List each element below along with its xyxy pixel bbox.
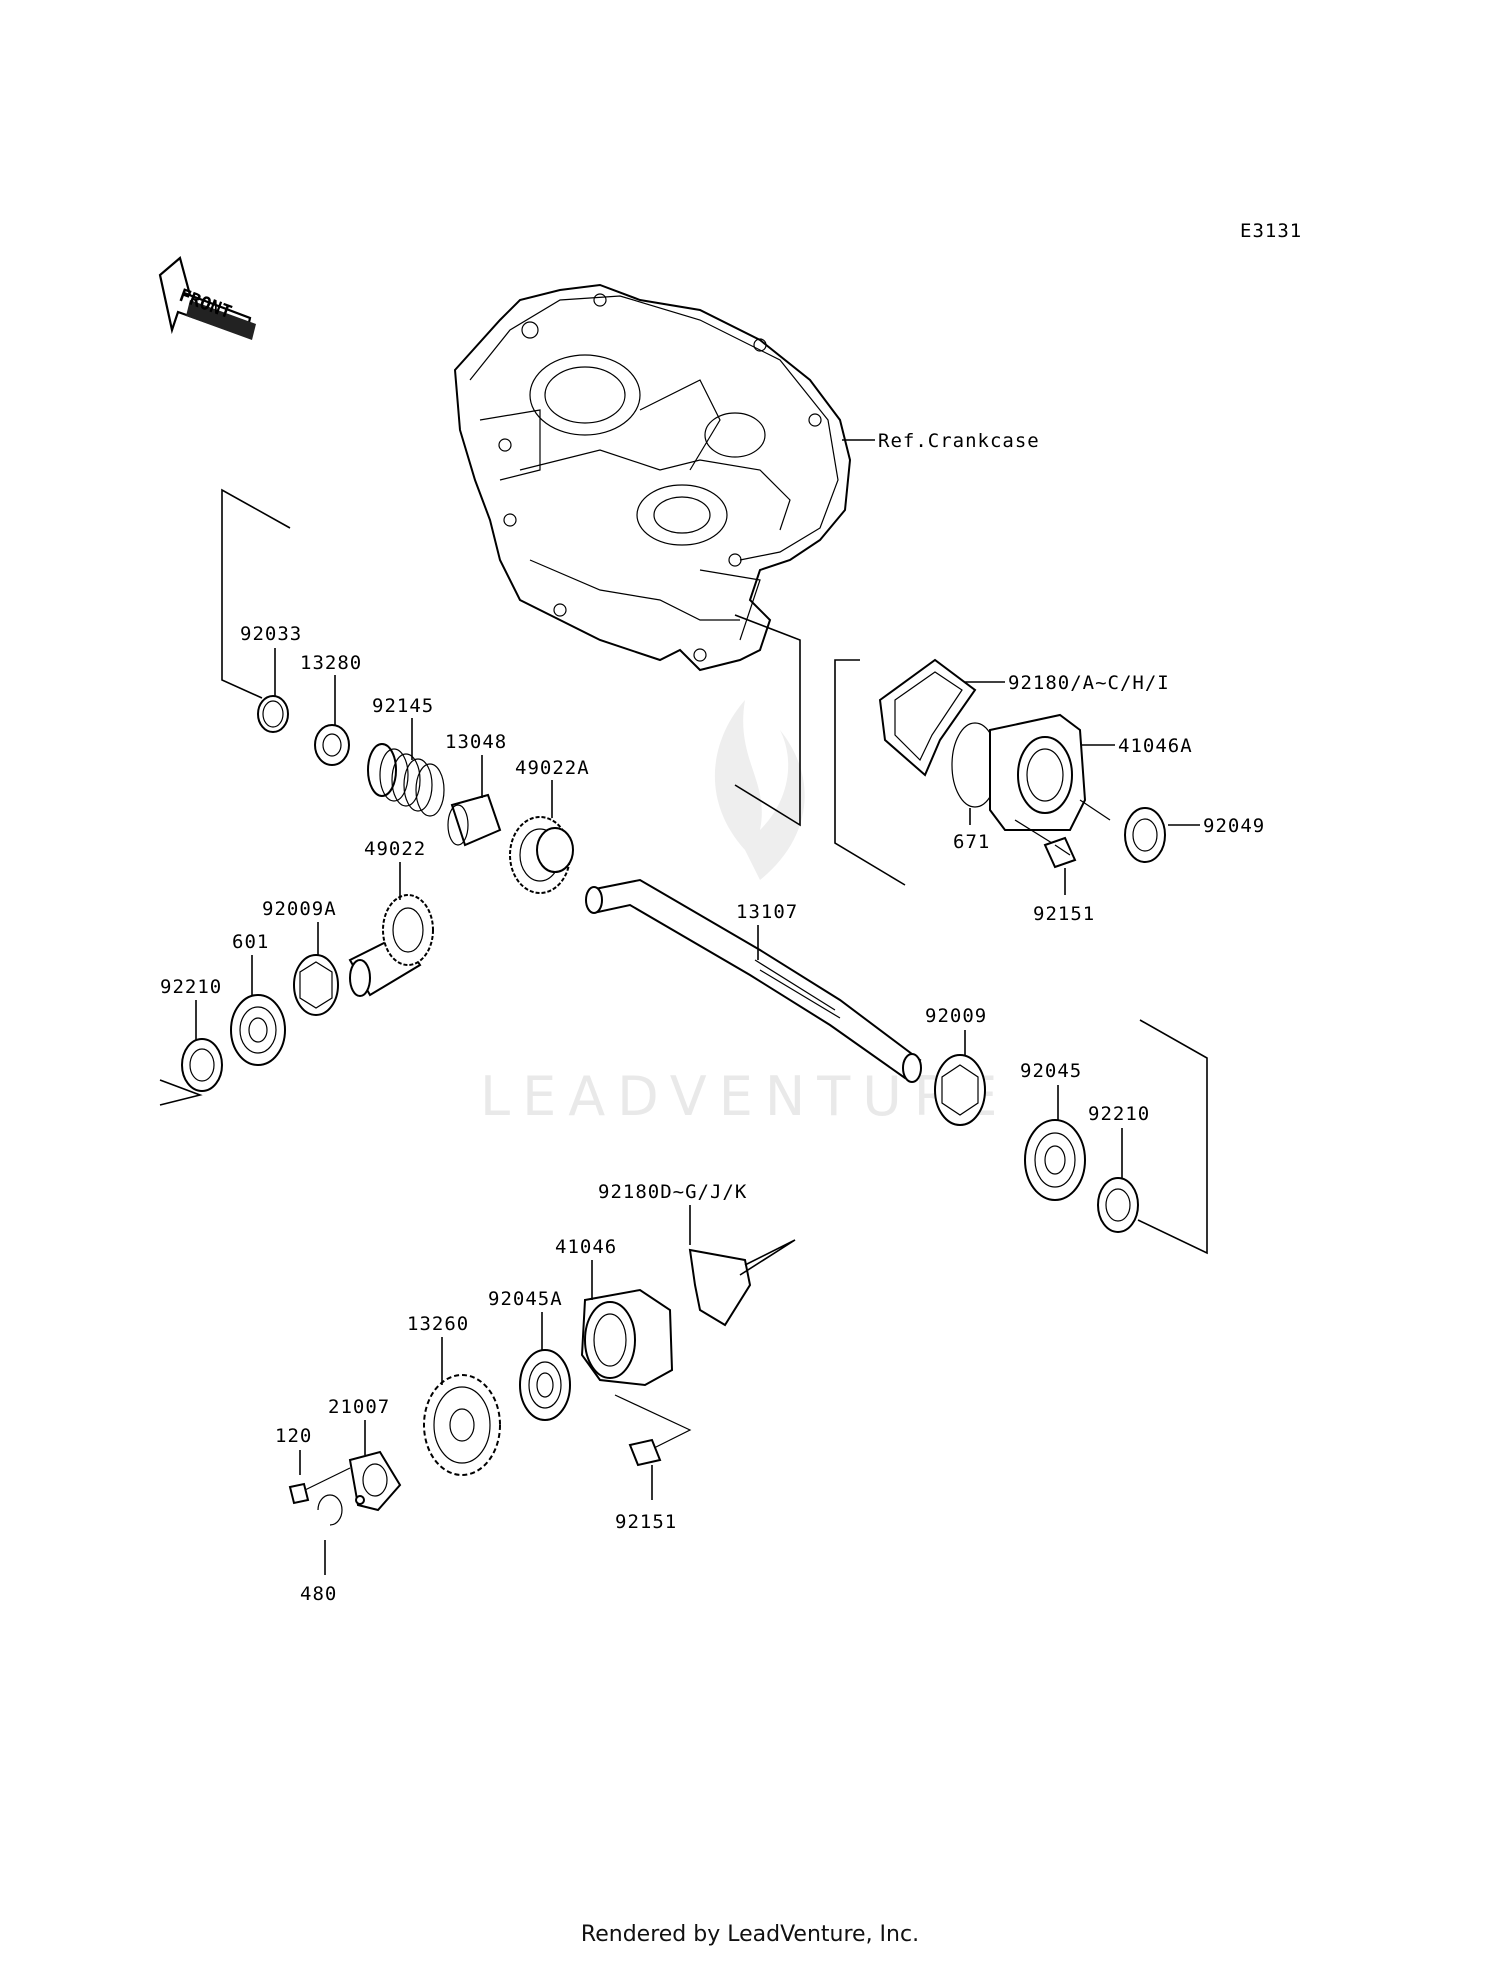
part-41046A-housing: [989, 713, 1087, 831]
part-13107-shaft: [585, 878, 922, 1083]
label-13107: 13107: [736, 901, 798, 923]
part-92210-right-seal: [1097, 1177, 1139, 1233]
diagram-id: E3131: [1240, 220, 1302, 242]
label-41046A: 41046A: [1118, 735, 1193, 757]
crankcase-drawing: [453, 283, 852, 672]
label-92151-top: 92151: [1033, 903, 1095, 925]
label-92180-bottom: 92180D~G/J/K: [598, 1181, 747, 1203]
label-92009A: 92009A: [262, 898, 337, 920]
part-13280-collar: [314, 724, 350, 766]
label-21007: 21007: [328, 1396, 390, 1418]
part-92045-bearing: [1024, 1119, 1086, 1201]
part-92180-gasket-top: [878, 658, 977, 777]
part-92033-circlip: [257, 695, 289, 733]
label-92045A: 92045A: [488, 1288, 563, 1310]
label-92151-bottom: 92151: [615, 1511, 677, 1533]
label-92210-right: 92210: [1088, 1103, 1150, 1125]
label-13260: 13260: [407, 1313, 469, 1335]
part-92045A-bearing: [519, 1349, 571, 1421]
label-92210-left: 92210: [160, 976, 222, 998]
label-671: 671: [953, 831, 990, 853]
part-13260-gear: [423, 1374, 501, 1476]
part-21007-sensor: [348, 1450, 402, 1512]
part-480-circlip: [317, 1494, 343, 1526]
part-41046-housing: [580, 1288, 674, 1387]
part-92145-spring: [367, 743, 445, 817]
label-601: 601: [232, 931, 269, 953]
part-120-bolt: [288, 1482, 310, 1505]
label-92145: 92145: [372, 695, 434, 717]
part-92151-bolt-top: [1043, 836, 1077, 869]
label-92045: 92045: [1020, 1060, 1082, 1082]
part-49022A-gear: [509, 816, 574, 894]
label-92009: 92009: [925, 1005, 987, 1027]
ref-crankcase-label: Ref.Crankcase: [878, 430, 1040, 452]
watermark-text: LEADVENTURE: [480, 1065, 1009, 1128]
label-92033: 92033: [240, 623, 302, 645]
part-49022-gear: [348, 894, 434, 997]
footer-credit: Rendered by LeadVenture, Inc.: [580, 1922, 920, 1947]
label-13280: 13280: [300, 652, 362, 674]
label-49022A: 49022A: [515, 757, 590, 779]
part-92180-gasket-bottom: [688, 1248, 752, 1327]
label-13048: 13048: [445, 731, 507, 753]
part-13048-sleeve: [447, 793, 502, 847]
label-480: 480: [300, 1583, 337, 1605]
part-92049-seal: [1124, 807, 1166, 863]
part-601-bearing: [230, 994, 286, 1066]
label-92049: 92049: [1203, 815, 1265, 837]
label-92180-top: 92180/A~C/H/I: [1008, 672, 1170, 694]
label-120: 120: [275, 1425, 312, 1447]
part-92210-left-seal: [181, 1038, 223, 1092]
label-49022: 49022: [364, 838, 426, 860]
label-41046: 41046: [555, 1236, 617, 1258]
part-92009-nut: [934, 1054, 986, 1126]
part-92151-bolt-bottom: [628, 1438, 662, 1467]
front-arrow-icon: FRONT: [158, 256, 256, 340]
part-92009A-nut: [293, 954, 339, 1016]
